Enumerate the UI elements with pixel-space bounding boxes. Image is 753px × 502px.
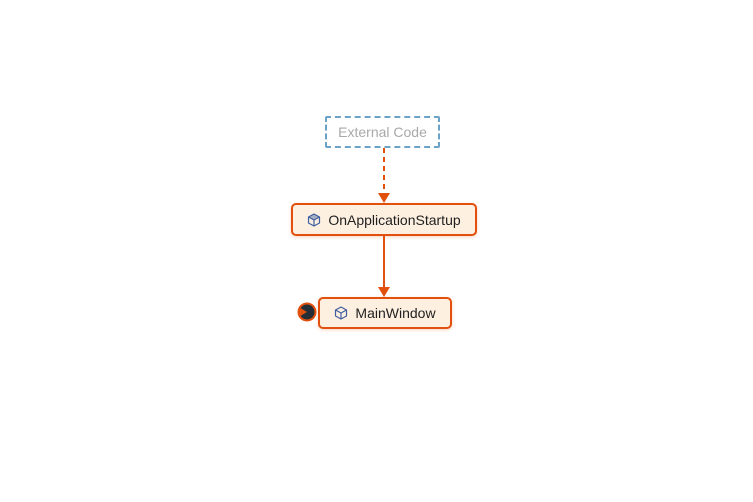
node-external-code[interactable]: External Code [325,116,440,148]
startup-label: OnApplicationStartup [328,211,461,228]
main-window-label: MainWindow [355,305,436,321]
edge-external-to-startup [378,148,390,203]
class-cube-icon [334,306,348,320]
node-main-window[interactable]: MainWindow [318,297,452,329]
node-on-application-startup[interactable]: OnApplicationStartup [291,203,477,236]
entry-point-badge-icon [297,302,317,322]
edge-startup-to-mainwindow [378,236,390,297]
external-code-label: External Code [338,124,427,140]
method-cube-icon [307,212,321,227]
